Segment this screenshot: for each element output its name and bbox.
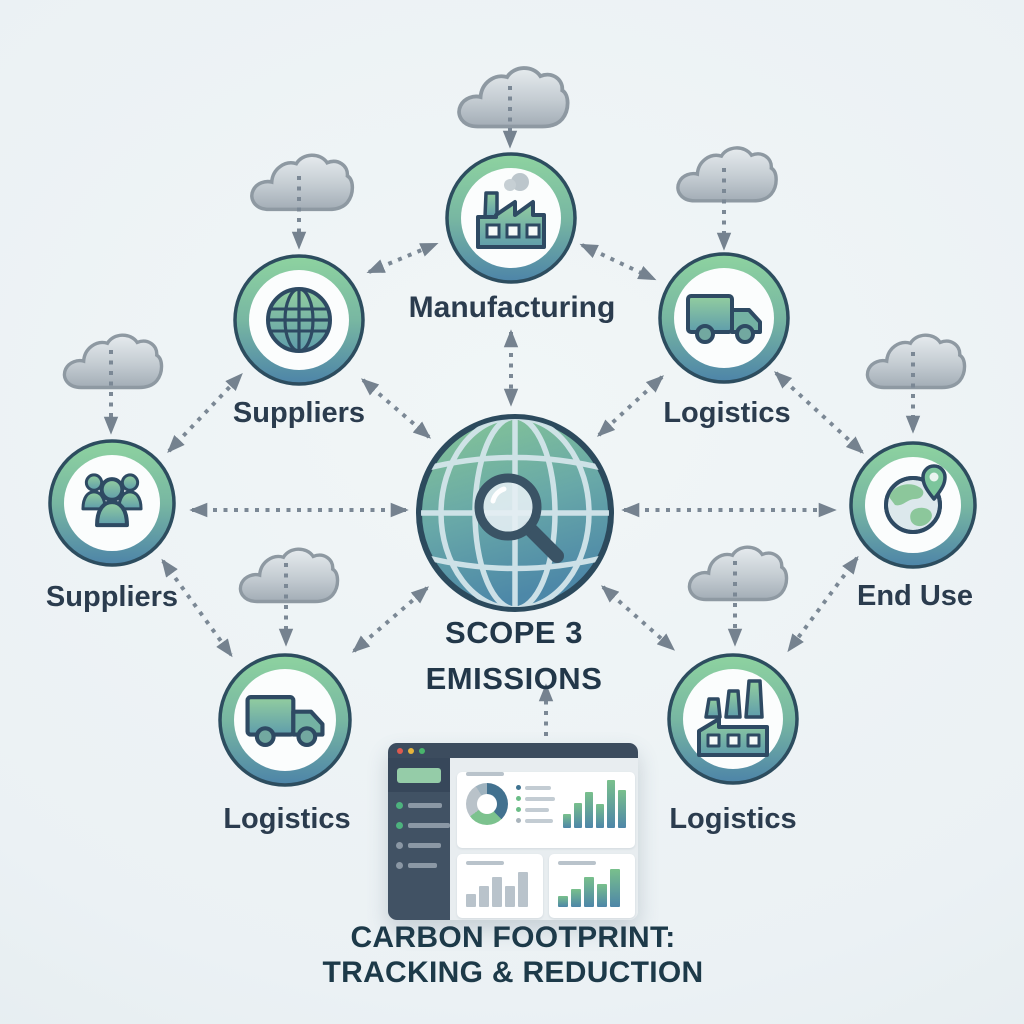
sidebar-nav-item bbox=[396, 842, 450, 849]
label-suppliers-top: Suppliers bbox=[232, 397, 366, 429]
arrow-end-use-logistics-br bbox=[787, 555, 859, 653]
cloud-icon bbox=[250, 153, 355, 212]
bar bbox=[492, 877, 502, 907]
bar bbox=[607, 780, 615, 828]
label-logistics-bottom-right: Logistics bbox=[669, 803, 797, 835]
bar bbox=[585, 792, 593, 828]
node-suppliers-left bbox=[48, 439, 176, 567]
arrow-suppliers-left-suppliers-top bbox=[167, 373, 243, 453]
sidebar-nav-item bbox=[396, 822, 450, 829]
chart-legend bbox=[516, 785, 555, 823]
label-logistics-bottom-left: Logistics bbox=[223, 803, 351, 835]
card-title-placeholder bbox=[466, 861, 504, 865]
bar bbox=[610, 869, 620, 907]
node-logistics-top bbox=[658, 252, 790, 384]
bar-chart-left bbox=[466, 869, 534, 907]
arrow-logistics-top-center bbox=[597, 375, 664, 437]
dashboard-mockup bbox=[388, 743, 638, 920]
cloud-icon bbox=[687, 545, 789, 602]
legend-row bbox=[516, 785, 555, 790]
cloud-icon bbox=[865, 333, 967, 390]
summary-card bbox=[457, 772, 635, 848]
center-title-line2: EMISSIONS bbox=[425, 661, 603, 696]
bar bbox=[596, 804, 604, 828]
bar bbox=[571, 888, 581, 907]
bar-chart-card-right bbox=[549, 854, 635, 918]
bar bbox=[518, 872, 528, 907]
factory-icon bbox=[476, 173, 546, 249]
bar bbox=[505, 886, 515, 907]
arrow-logistics-top-end-use bbox=[774, 371, 864, 454]
magnifier-icon bbox=[474, 473, 564, 563]
bar-chart-card-left bbox=[457, 854, 543, 918]
node-manufacturing bbox=[445, 152, 577, 284]
earth-pin-icon bbox=[884, 464, 947, 534]
flow-arrows bbox=[103, 86, 921, 736]
node-end-use bbox=[849, 441, 977, 569]
dashboard-main bbox=[450, 758, 638, 920]
label-suppliers-left: Suppliers bbox=[45, 581, 179, 613]
dashboard-logo-header bbox=[388, 758, 450, 792]
arrow-suppliers-top-manufacturing bbox=[366, 242, 439, 274]
center-title-line1: SCOPE 3 bbox=[445, 615, 583, 650]
legend-row bbox=[516, 807, 555, 812]
dashboard-nav bbox=[388, 792, 450, 869]
label-manufacturing: Manufacturing bbox=[408, 291, 616, 324]
footer-title-line1: CARBON FOOTPRINT: bbox=[350, 921, 676, 954]
arrow-manufacturing-logistics-top bbox=[579, 243, 657, 281]
dashboard-logo bbox=[397, 767, 441, 783]
card-title-placeholder bbox=[466, 772, 504, 776]
bar bbox=[584, 877, 594, 907]
bar bbox=[563, 813, 571, 828]
globe-icon bbox=[266, 287, 332, 353]
label-logistics-top: Logistics bbox=[663, 397, 791, 429]
footer-title-line2: TRACKING & REDUCTION bbox=[322, 956, 704, 989]
cloud-icon bbox=[457, 66, 570, 129]
dashboard-titlebar bbox=[388, 743, 638, 758]
cloud-icon bbox=[676, 146, 778, 203]
truck-icon bbox=[245, 695, 325, 748]
cloud-icon bbox=[238, 547, 340, 604]
card-title-placeholder bbox=[558, 861, 596, 865]
bar-chart-right bbox=[558, 869, 626, 907]
node-suppliers-top bbox=[233, 254, 365, 386]
donut-chart bbox=[466, 783, 508, 825]
sidebar-nav-item bbox=[396, 862, 450, 869]
factory-icon bbox=[697, 679, 769, 757]
arrow-suppliers-left-logistics-bl bbox=[161, 558, 233, 658]
window-minimize-button bbox=[408, 747, 414, 754]
truck-icon bbox=[686, 294, 762, 344]
center-title: SCOPE 3 EMISSIONS bbox=[426, 610, 603, 702]
node-logistics-bottom-left bbox=[218, 653, 352, 787]
bar bbox=[618, 789, 626, 828]
arrow-logistics-bl-center bbox=[351, 586, 430, 653]
window-close-button bbox=[397, 747, 403, 754]
label-end-use: End Use bbox=[856, 580, 974, 612]
donut-hole bbox=[477, 794, 497, 814]
bar bbox=[466, 893, 476, 907]
sidebar-nav-item bbox=[396, 802, 450, 809]
node-scope3-center bbox=[416, 414, 614, 612]
bar bbox=[479, 886, 489, 907]
arrow-center-logistics-br bbox=[600, 585, 676, 651]
legend-row bbox=[516, 818, 555, 823]
legend-row bbox=[516, 796, 555, 801]
footer-title: CARBON FOOTPRINT: TRACKING & REDUCTION bbox=[323, 920, 704, 990]
window-zoom-button bbox=[419, 747, 425, 754]
dashboard-sidebar bbox=[388, 758, 450, 920]
people-icon bbox=[81, 473, 143, 528]
bar-chart-main bbox=[563, 780, 626, 828]
node-logistics-bottom-right bbox=[667, 653, 799, 785]
arrow-suppliers-top-center bbox=[360, 378, 432, 439]
bar bbox=[597, 884, 607, 907]
bar bbox=[558, 896, 568, 907]
bar bbox=[574, 803, 582, 828]
